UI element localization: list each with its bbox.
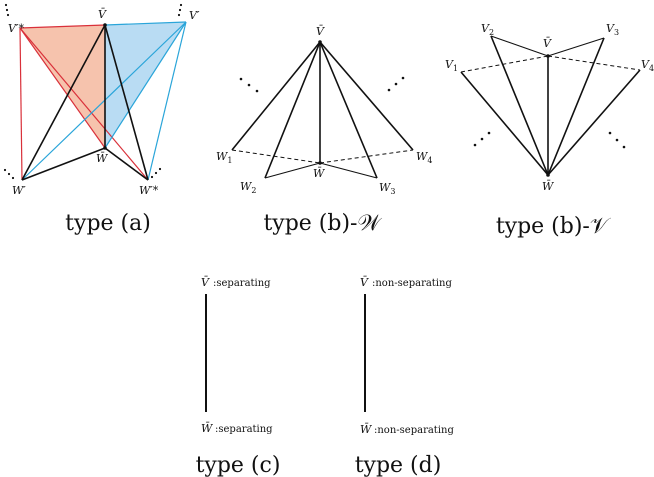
label-wbar-d: W̄ [360,423,373,436]
label-v1: V1 [445,58,458,73]
diagram-type-bV: V̄ V1 V2 V3 V4 W̄ type (b)-𝒱 [445,22,654,239]
label-vprimestar: V′* [8,22,24,35]
label-wbar-a: W̄ [96,152,109,165]
bV-dashed-edges [460,55,641,73]
label-w4: W4 [416,150,432,165]
label-vbar-bW: V̄ [316,25,325,38]
diagram-type-c: V̄ :separating W̄ :separating type (c) [196,276,281,477]
label-wbar-c: W̄ [201,422,214,435]
caption-type-a: type (a) [65,211,151,236]
caption-type-bV: type (b)-𝒱 [496,214,612,239]
bV-thin-edges [490,35,605,57]
red-edges [19,24,149,181]
label-w1: W1 [216,150,232,165]
black-edges [21,24,149,181]
bW-dashed-edges [231,149,414,164]
label-vbar-c: V̄ [201,276,210,289]
label-w2: W2 [240,180,256,195]
tag-non-separating-v: :non-separating [372,278,452,289]
bW-thin-edges [264,162,378,179]
label-v3: V3 [606,22,619,37]
tag-non-separating-w: :non-separating [374,425,454,436]
label-vbar-d: V̄ [360,276,369,289]
tag-separating-v: :separating [213,278,271,289]
label-w3: W3 [379,181,395,196]
bV-thick-edges [460,35,641,176]
bW-thick-edges [231,41,414,179]
diagram-type-d: V̄ :non-separating W̄ :non-separating ty… [355,276,455,477]
caption-type-d: type (d) [355,453,442,477]
label-wprimestar: W′* [139,184,159,197]
label-vprime: V′ [189,9,200,22]
label-v4: V4 [641,58,654,73]
diagram-type-bW: V̄ W1 W2 W̄ W3 W4 type (b)-𝒲 [216,25,432,236]
ellipsis-dots-bV [473,54,626,177]
caption-type-c: type (c) [196,453,281,477]
tag-separating-w: :separating [215,424,273,435]
label-wbar-bW: W̄ [313,167,326,180]
ellipsis-dots-bW [239,40,405,165]
ellipsis-dots-a [3,3,183,180]
label-v2: V2 [481,22,494,37]
caption-type-bW: type (b)-𝒲 [263,211,382,236]
label-wprime: W′ [12,184,26,197]
diagram-type-a: V̄ V′* V′ W̄ W′ W′* type (a) [3,3,200,236]
label-vbar-a: V̄ [98,8,107,21]
label-wbar-bV: W̄ [542,180,555,193]
label-vbar-bV: V̄ [543,37,552,50]
blue-edges [21,21,187,181]
